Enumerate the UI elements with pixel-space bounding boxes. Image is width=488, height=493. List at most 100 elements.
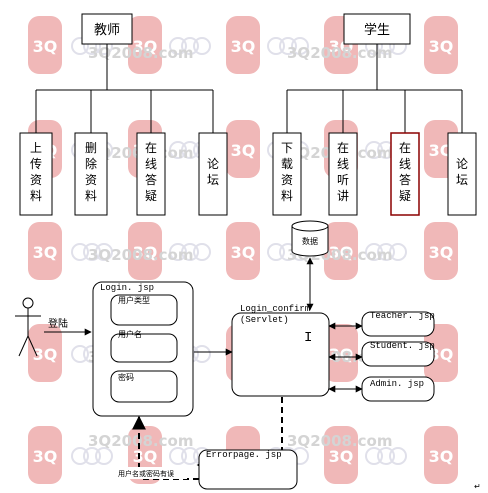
svg-text:3Q: 3Q [231,37,256,56]
watermark-logo: 3Q [424,324,458,382]
teacher-item-box [74,132,108,216]
watermark-logo: 3Q [128,16,162,74]
teacher-item-box [136,132,166,216]
watermark-ring [365,447,383,465]
watermark-logo: 3Q [324,222,358,280]
watermark-ring [71,243,89,261]
student-item-box [272,132,302,216]
student-title: 学生 [364,22,390,37]
return-mark-icon: ↵ [474,482,481,491]
watermark-text: 3Q2008.com [88,246,193,264]
watermark-ring [267,37,285,55]
teacher-title: 教师 [94,22,120,37]
watermark-ring [193,345,211,363]
watermark-ring [169,37,187,55]
database: 数据 [291,220,329,257]
login-field-password-label: 密码 [118,372,134,382]
watermark-logo: 3Q [28,16,62,74]
watermark-text: 3Q2008.com [88,432,193,450]
svg-text:3Q: 3Q [133,243,158,262]
watermark-ring [193,243,211,261]
watermark-ring [377,447,395,465]
student-item-box [328,132,358,216]
text-cursor-icon: I [304,330,312,346]
svg-text:3Q: 3Q [329,447,354,466]
teacher-item-box [198,132,228,216]
watermark-ring [279,37,297,55]
watermark-logo: 3Q [424,426,458,484]
teacher-jsp-label: Teacher. jsp [370,311,435,321]
watermark-ring [193,37,211,55]
watermark-ring [71,37,89,55]
student-item-download: 下载资料 [281,141,293,203]
teacher-hierarchy: 教师 上传资料 删除资料 在线答疑 论坛 [19,13,228,216]
student-item-forum: 论坛 [456,157,468,187]
watermark-ring [365,243,383,261]
watermark-logo: 3Q [226,16,260,74]
watermark-ring [169,243,187,261]
watermark-logo: 3Q [28,324,62,382]
error-message-label: 用户名或密码有误 [118,469,174,478]
login-field-user-type[interactable] [110,294,178,326]
student-jsp-label: Student. jsp [370,341,435,351]
error-message-bg [115,467,187,479]
watermark-ring [71,345,89,363]
teacher-item-delete: 删除资料 [85,141,97,203]
student-box [343,13,411,45]
watermark-ring [83,243,101,261]
student-item-box [447,132,477,216]
watermark-ring [389,447,407,465]
watermark-logo: 3Q [28,222,62,280]
login-title: Login. jsp [100,283,154,293]
watermark-ring [169,447,187,465]
watermark-ring [71,447,89,465]
svg-text:3Q: 3Q [429,141,454,160]
svg-text:3Q: 3Q [133,37,158,56]
login-page: Login. jsp 用户类型 用户名 密码 [92,281,194,417]
actor-figure [15,297,41,357]
watermark-ring [95,447,113,465]
svg-text:3Q: 3Q [133,447,158,466]
watermark-ring [169,141,187,159]
watermark-logo: 3Q [424,16,458,74]
svg-text:3Q: 3Q [33,243,58,262]
admin-jsp: Admin. jsp [361,376,435,402]
admin-jsp-label: Admin. jsp [370,379,424,389]
watermark-ring [267,243,285,261]
login-field-user-type-label: 用户类型 [118,295,150,305]
svg-text:3Q: 3Q [429,447,454,466]
watermark-logo: 3Q [324,426,358,484]
svg-text:3Q: 3Q [429,37,454,56]
watermark-ring [83,447,101,465]
watermark-logo: 3Q [424,222,458,280]
error-page-title: Errorpage. jsp [206,450,282,460]
svg-text:3Q: 3Q [33,37,58,56]
teacher-item-qa: 在线答疑 [145,141,157,203]
teacher-item-upload: 上传资料 [30,141,42,203]
login-field-username[interactable] [110,333,178,363]
watermark-logo: 3Q [28,426,62,484]
watermark-ring [389,243,407,261]
svg-text:3Q: 3Q [429,243,454,262]
watermark-text: 3Q2008.com [287,432,392,450]
watermark-logo: 3Q [226,222,260,280]
watermark-text: 3Q2008.com [287,44,392,62]
watermark-logo: 3Q [128,222,162,280]
watermark-text: 3Q2008.com [88,44,193,62]
teacher-item-forum: 论坛 [207,157,219,187]
teacher-item-box [19,132,53,216]
watermark-logo: 3Q [226,120,260,178]
servlet-title: Login_confirm [240,304,310,314]
watermark-ring [181,141,199,159]
svg-text:3Q: 3Q [231,243,256,262]
actor-login-label: 登陆 [48,317,68,330]
watermark-ring [365,141,383,159]
svg-text:3Q: 3Q [33,345,58,364]
student-item-box [390,132,420,216]
svg-text:3Q: 3Q [329,243,354,262]
servlet-box: Login_confirm (Servlet) I [231,304,330,397]
student-jsp: Student. jsp [361,341,435,367]
database-label: 数据 [302,236,318,246]
login-field-password[interactable] [110,370,178,403]
